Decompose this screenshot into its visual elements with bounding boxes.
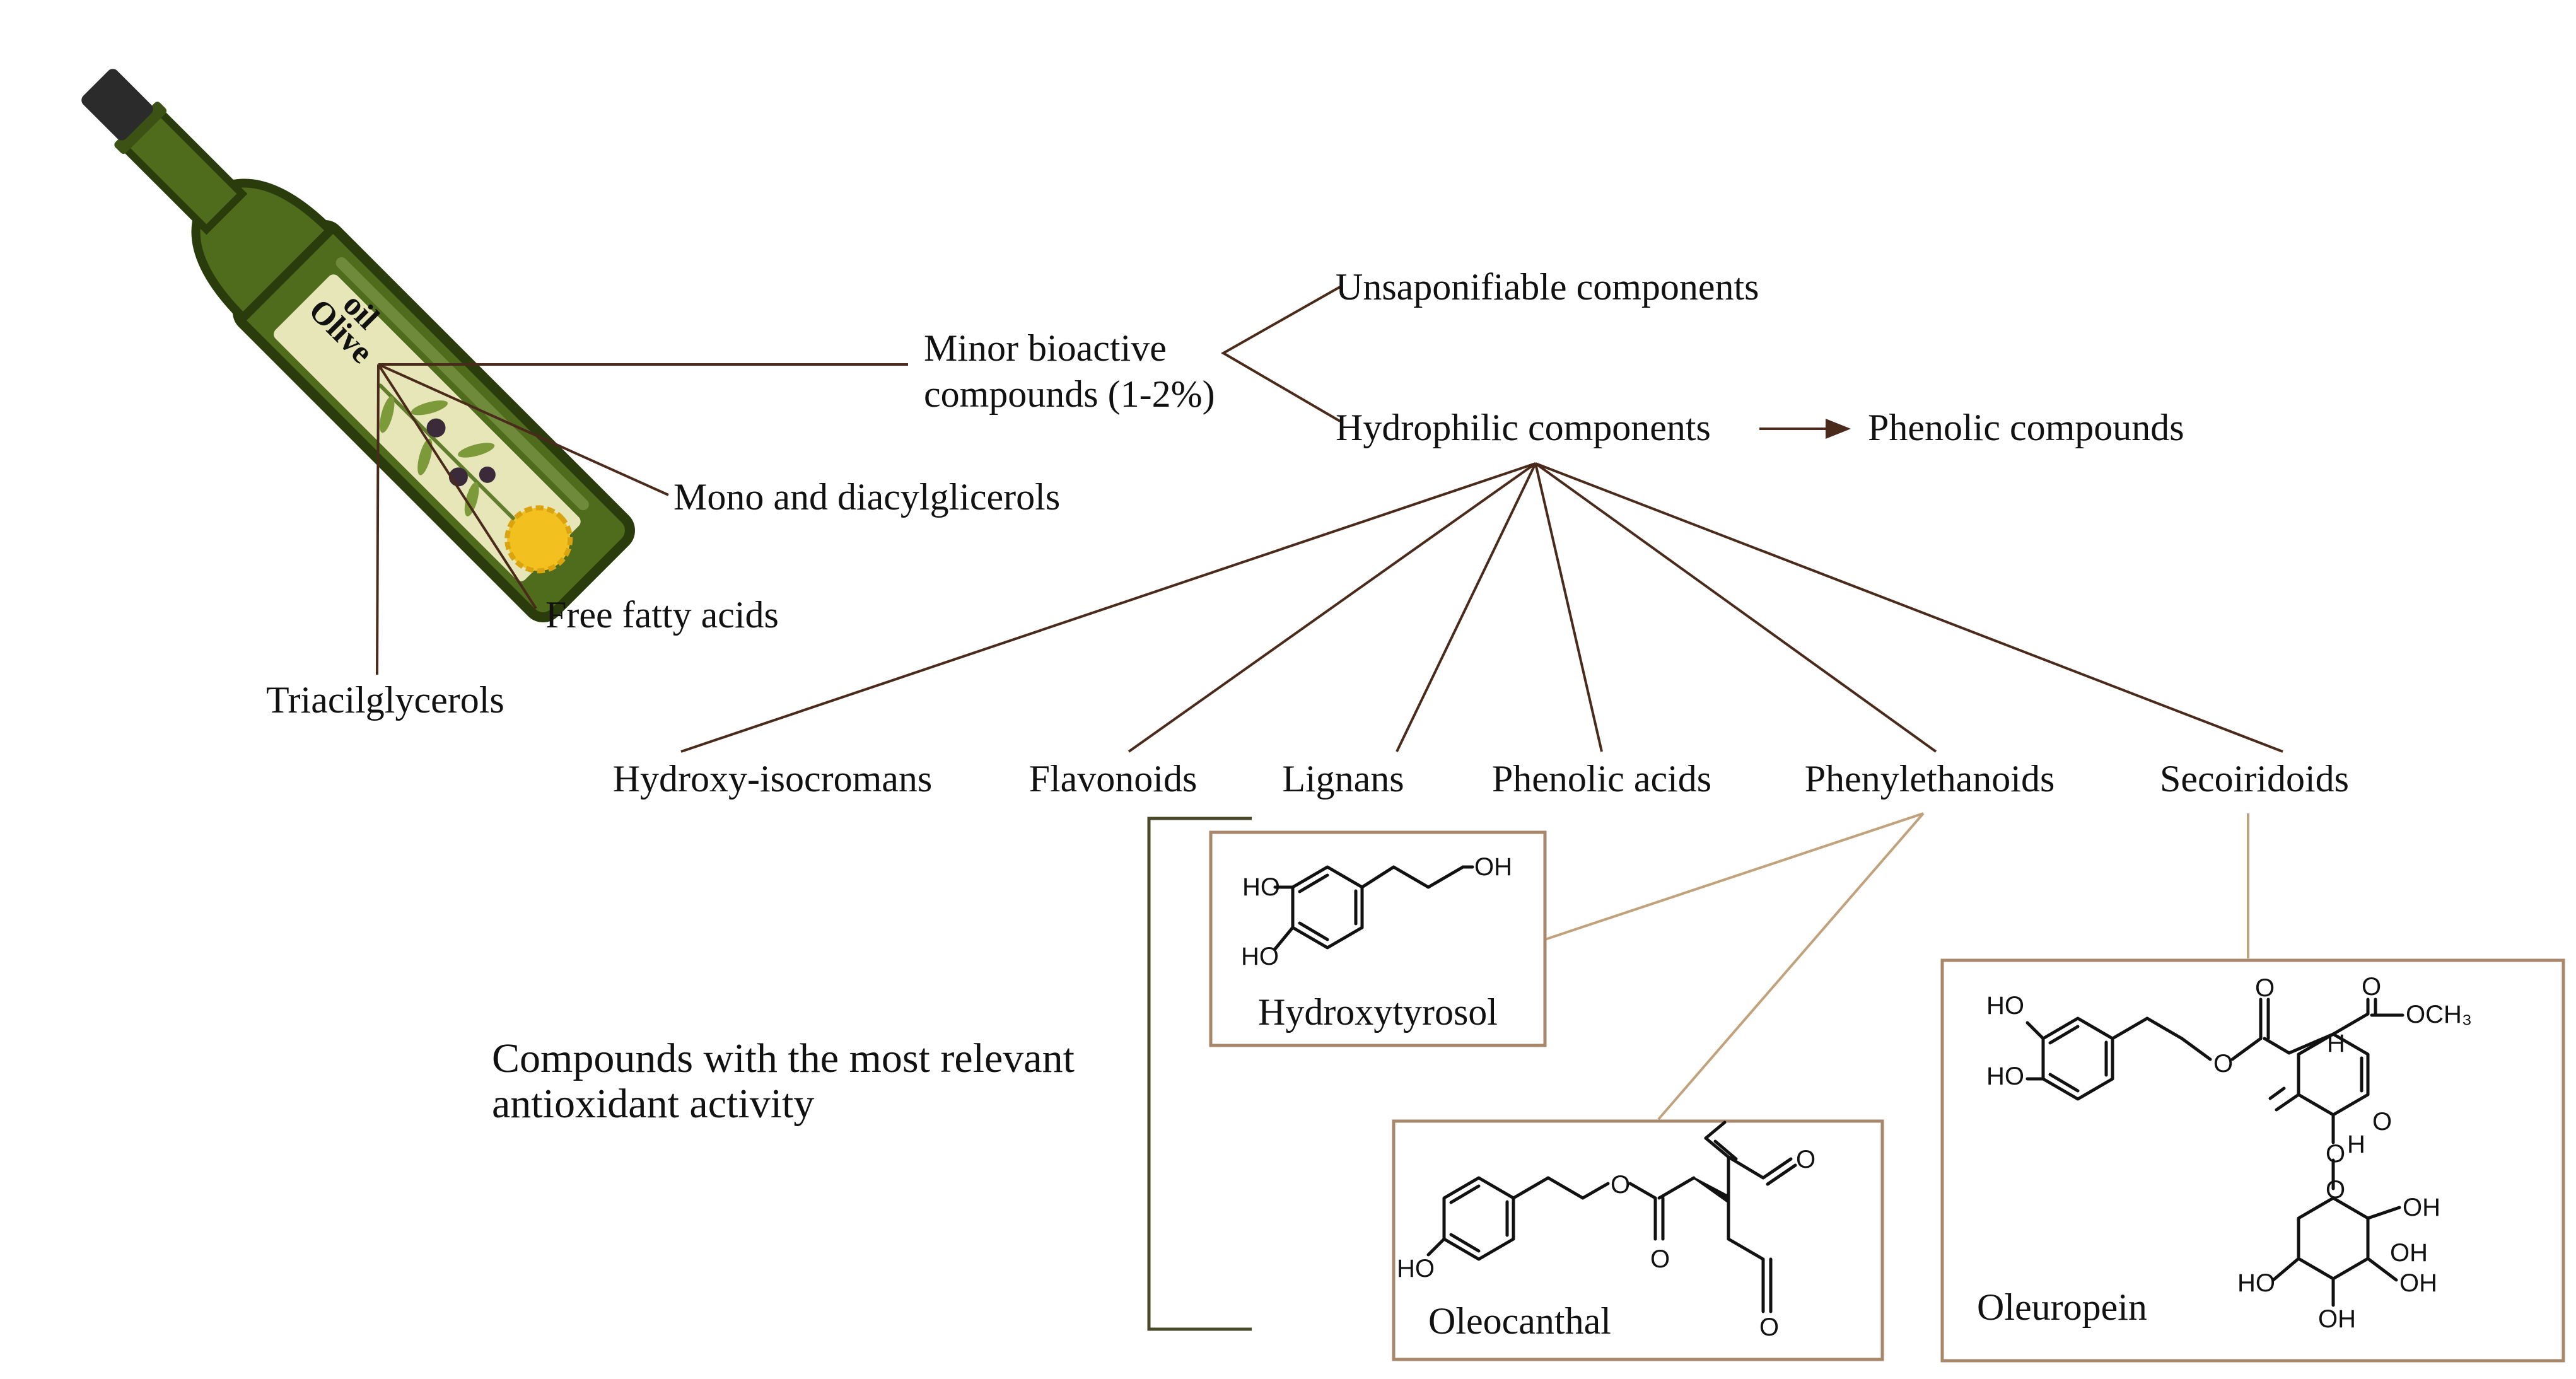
minor-compounds-label-line2: compounds (1-2%) bbox=[924, 373, 1215, 415]
relevant-caption-line2: antioxidant activity bbox=[492, 1081, 814, 1127]
hydroxytyrosol-ho-top: HO bbox=[1242, 873, 1280, 901]
oleuropein-o-ring: O bbox=[2372, 1108, 2392, 1136]
oleocanthal-o-aldehyde-2: O bbox=[1759, 1313, 1779, 1341]
oleuropein-ho-top: HO bbox=[1986, 992, 2024, 1020]
olive-oil-bottle-illustration: Olive oil bbox=[81, 69, 635, 622]
oleuropein-ho-d: HO bbox=[2237, 1269, 2275, 1297]
oleocanthal-bonds bbox=[1426, 1120, 1797, 1313]
bottle-collar bbox=[114, 102, 167, 154]
relevant-caption-line1: Compounds with the most relevant bbox=[492, 1035, 1075, 1081]
relevant-compounds-bracket bbox=[1147, 817, 1252, 1331]
oleocanthal-ho: HO bbox=[1397, 1255, 1435, 1283]
oleuropein-o-carbonyl: O bbox=[2255, 974, 2275, 1002]
class-secoiridoids: Secoiridoids bbox=[2160, 758, 2349, 800]
unsaponifiable-label: Unsaponifiable components bbox=[1336, 266, 1759, 308]
sun-flower-icon bbox=[504, 505, 573, 574]
oleuropein-structure: HO HO O O O OCH₃ H H O O O OH OH OH HO O… bbox=[1940, 958, 2565, 1363]
oleuropein-ho-bottom: HO bbox=[1986, 1062, 2024, 1090]
free-fatty-acids-label: Free fatty acids bbox=[545, 594, 779, 636]
oleocanthal-name: Oleocanthal bbox=[1428, 1300, 1611, 1342]
oleuropein-oh-a: OH bbox=[2403, 1194, 2440, 1221]
hydroxytyrosol-name: Hydroxytyrosol bbox=[1258, 991, 1498, 1033]
mono-diacylglycerols-label: Mono and diacylglicerols bbox=[673, 476, 1060, 518]
oleocanthal-o-aldehyde-1: O bbox=[1796, 1146, 1815, 1173]
compound-connectors bbox=[1544, 812, 2249, 1120]
olive-branch-icon bbox=[378, 383, 530, 535]
main-fan-connectors bbox=[376, 363, 908, 675]
oleuropein-oh-b: OH bbox=[2399, 1269, 2437, 1297]
oleuropein-oh-c: OH bbox=[2318, 1305, 2356, 1333]
bottle-highlight bbox=[335, 257, 589, 511]
oleuropein-o-link: O bbox=[2326, 1140, 2345, 1168]
class-hydroxy-isocromans: Hydroxy-isocromans bbox=[613, 758, 933, 800]
class-flavonoids: Flavonoids bbox=[1029, 758, 1198, 800]
hydroxytyrosol-ho-bottom: HO bbox=[1241, 943, 1279, 970]
phenolic-compounds-label: Phenolic compounds bbox=[1868, 407, 2184, 448]
minor-compounds-label-line1: Minor bioactive bbox=[924, 327, 1167, 369]
oleuropein-och3: OCH₃ bbox=[2406, 1001, 2472, 1028]
oleuropein-bonds bbox=[2025, 998, 2404, 1307]
oleocanthal-o-ester: O bbox=[1611, 1171, 1630, 1199]
minor-branch-connectors bbox=[1220, 286, 1341, 422]
hydrophilic-label: Hydrophilic components bbox=[1336, 407, 1711, 448]
oleuropein-name: Oleuropein bbox=[1977, 1286, 2147, 1328]
class-lignans: Lignans bbox=[1282, 758, 1404, 800]
hydroxytyrosol-structure: HO HO OH Hydroxytyrosol bbox=[1209, 830, 1547, 1047]
triacylglycerols-label: Triacilglycerols bbox=[266, 679, 504, 721]
oleuropein-h-bottom: H bbox=[2347, 1131, 2365, 1158]
arrow-right-icon bbox=[1759, 419, 1851, 439]
oleuropein-o-me-carbonyl: O bbox=[2362, 973, 2381, 1001]
hydroxytyrosol-oh: OH bbox=[1474, 853, 1512, 881]
oleuropein-h-top: H bbox=[2327, 1030, 2345, 1057]
oleocanthal-o-carbonyl: O bbox=[1650, 1245, 1670, 1273]
bottle-cap bbox=[81, 69, 153, 141]
phenolic-classes-fan-connectors bbox=[680, 462, 2283, 753]
oleocanthal-structure: HO O O O O Oleocanthal bbox=[1392, 1119, 1884, 1361]
class-phenylethanoids: Phenylethanoids bbox=[1805, 758, 2055, 800]
oleuropein-o-sugar: O bbox=[2326, 1176, 2345, 1204]
class-phenolic-acids: Phenolic acids bbox=[1492, 758, 1711, 800]
oleuropein-oh-e: OH bbox=[2390, 1239, 2428, 1267]
hydroxytyrosol-bonds bbox=[1273, 865, 1474, 951]
oleuropein-o-ester: O bbox=[2213, 1050, 2233, 1078]
